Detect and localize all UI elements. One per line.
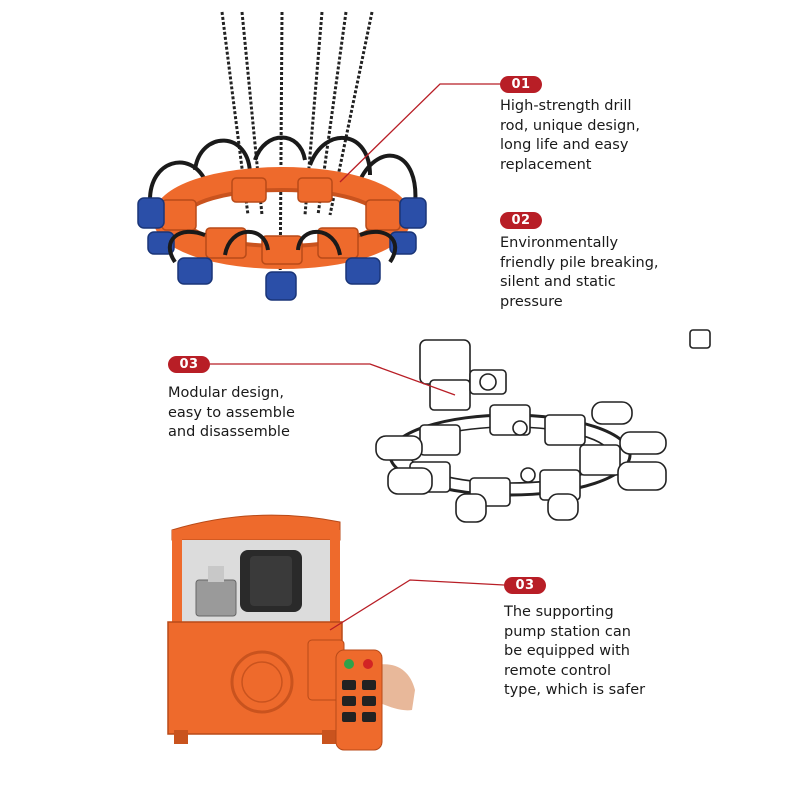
feature-badge-03: 03 — [168, 356, 210, 373]
feature-badge-04: 03 — [504, 577, 546, 594]
feature-text-03: Modular design, easy to assemble and dis… — [168, 385, 295, 440]
feature-text-04: The supporting pump station can be equip… — [504, 604, 646, 698]
feature-text-02: Environmentally friendly pile breaking, … — [500, 235, 659, 310]
feature-badge-02: 02 — [500, 212, 542, 229]
modular-line-drawing-icon — [375, 329, 711, 523]
leader-lines — [210, 83, 505, 631]
pile-breaker-ring-icon — [137, 11, 427, 301]
feature-text-01: High-strength drill rod, unique design, … — [500, 98, 640, 173]
remote-control-icon — [335, 649, 415, 751]
feature-badge-01: 01 — [500, 76, 542, 93]
pump-station-icon — [167, 514, 345, 744]
